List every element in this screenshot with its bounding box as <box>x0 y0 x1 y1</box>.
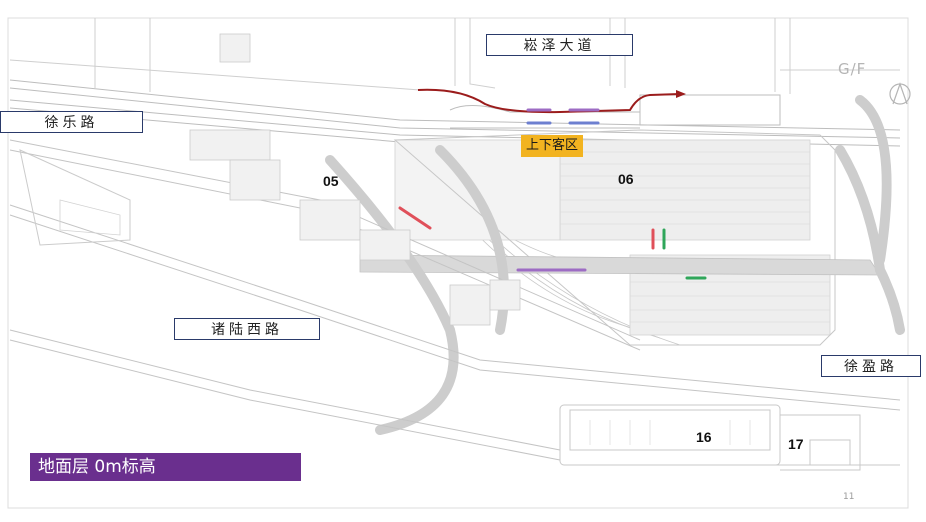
zone-label-06: 06 <box>618 171 634 187</box>
red-marker-diagonal <box>398 206 432 230</box>
bus-bays <box>449 94 781 129</box>
level-badge: 地面层 0m标高 <box>30 453 301 481</box>
upper-street-grid <box>9 18 900 94</box>
north-arrow-icon <box>889 82 911 105</box>
traffic-route-arrow <box>417 88 681 114</box>
bay-markers <box>398 108 707 280</box>
zone-label-16: 16 <box>696 429 712 445</box>
road-label-xuying: 徐盈路 <box>821 355 921 377</box>
page-number: 11 <box>843 492 855 502</box>
rail-corridor <box>9 79 901 147</box>
building-blocks <box>189 33 521 326</box>
road-label-xule: 徐乐路 <box>0 111 143 133</box>
pickup-dropoff-area-label: 上下客区 <box>521 135 584 157</box>
zone-label-05: 05 <box>323 173 339 189</box>
road-label-zhulu-west: 诸陆西路 <box>174 318 320 340</box>
zone-label-17: 17 <box>788 436 804 452</box>
traffic-route-arrow-head <box>676 90 686 98</box>
lower-plots <box>559 404 900 471</box>
ground-floor-corner-mark: G/F <box>838 60 867 78</box>
road-label-songze: 崧泽大道 <box>486 34 633 56</box>
